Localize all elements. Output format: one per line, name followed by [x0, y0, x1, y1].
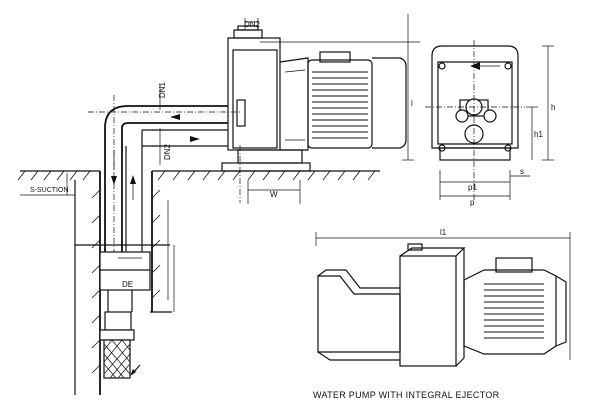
pump-3d-view	[315, 232, 571, 367]
dimension-lines-left	[20, 85, 175, 312]
dn2-top-label: DN2	[244, 20, 261, 29]
dn1-side-label: DN1	[158, 81, 167, 98]
h1-dimension-label: h1	[534, 130, 543, 139]
suction-pipe	[88, 95, 240, 260]
figure-caption: WATER PUMP WITH INTEGRAL EJECTOR	[313, 390, 500, 400]
p1-dimension-label: p1	[468, 183, 477, 192]
s-dimension-label: s	[520, 167, 524, 176]
ground-surface	[17, 162, 380, 181]
l1-dimension-label: l1	[440, 228, 447, 237]
w-dimension-label: W	[270, 190, 278, 199]
dn2-side-label: DN2	[163, 143, 172, 160]
h-dimension-label: h	[551, 103, 555, 112]
l-dimension-label: l	[411, 99, 413, 108]
pump-front-view	[425, 40, 554, 200]
foot-valve-strainer	[99, 311, 141, 379]
pump-side-view	[227, 14, 420, 204]
de-label: DE	[122, 280, 133, 289]
suction-note: S-SUCTION	[30, 187, 69, 194]
ejector-body	[99, 251, 151, 312]
p-dimension-label: p	[470, 198, 475, 207]
